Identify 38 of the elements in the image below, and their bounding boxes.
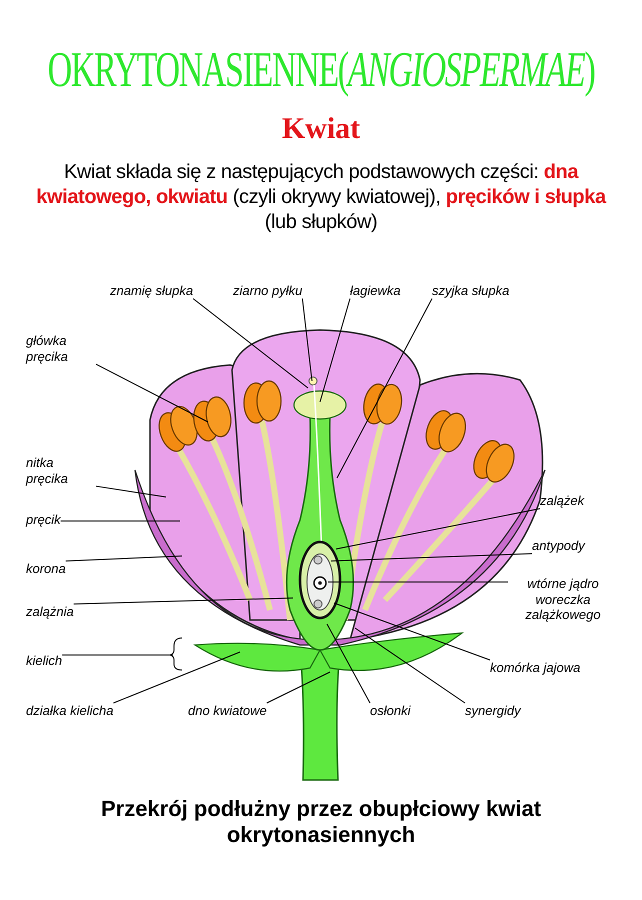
part-label: zalążnia: [26, 604, 74, 620]
part-label: szyjka słupka: [432, 283, 510, 299]
leader-line: [334, 602, 490, 660]
leader-line: [112, 652, 240, 704]
leader-line: [302, 298, 312, 382]
subtitle: Kwiat: [280, 112, 362, 146]
leader-line: [266, 672, 330, 704]
leader-line: [62, 654, 174, 656]
part-label: wtórne jądro woreczka zalążkowego: [508, 576, 618, 623]
leader-line: [336, 298, 432, 478]
leader-line: [320, 298, 350, 402]
part-label: dno kwiatowe: [188, 703, 267, 719]
part-label: zalążek: [540, 493, 584, 509]
part-label: korona: [26, 561, 66, 577]
part-label: osłonki: [370, 703, 410, 719]
part-label: synergidy: [465, 703, 521, 719]
leader-line: [96, 486, 166, 498]
part-label: główka pręcika: [26, 333, 96, 364]
leader-line: [354, 628, 466, 704]
part-label: kielich: [26, 653, 62, 669]
part-label: łagiewka: [350, 283, 401, 299]
leader-line: [96, 364, 208, 422]
intro-paragraph: Kwiat składa się z następujących podstawowych części: dna kwiatowego, okwiatu (czyli okrywy kwiatowej), pręcików i słupka (lub słupków): [35, 160, 608, 235]
part-label: znamię słupka: [110, 283, 194, 299]
part-label: nitka pręcika: [26, 455, 96, 486]
leader-line: [60, 520, 180, 522]
leader-line: [65, 556, 182, 562]
leader-line: [330, 553, 532, 562]
part-label: antypody: [532, 538, 585, 554]
leader-line: [73, 598, 294, 604]
part-label: ziarno pyłku: [233, 283, 302, 299]
title: OKRYTONASIENNE(ANGIOSPERMAE): [48, 44, 594, 94]
leader-line: [326, 624, 370, 704]
part-label: działka kielicha: [26, 703, 114, 719]
part-label: pręcik: [26, 512, 61, 528]
caption: Przekrój podłużny przez obupłciowy kwiat okrytonasiennych: [100, 796, 542, 849]
leader-line: [192, 298, 308, 388]
part-label: komórka jajowa: [490, 660, 580, 676]
